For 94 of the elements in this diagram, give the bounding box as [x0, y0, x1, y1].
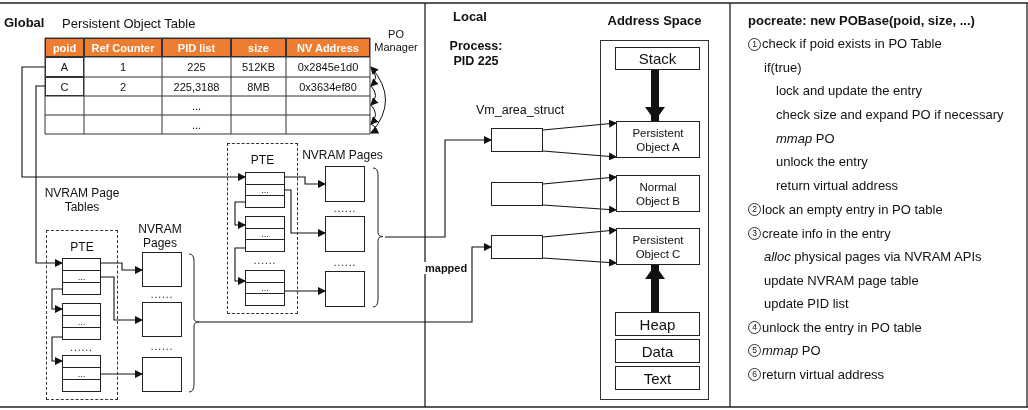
group-title: NVRAM Pages — [137, 222, 183, 250]
page-table-entry: ... — [245, 270, 285, 306]
table-value: 1 — [118, 60, 128, 75]
arrow — [542, 257, 617, 267]
arrow — [542, 150, 617, 161]
edge-label: mapped — [424, 262, 469, 274]
arrow — [198, 243, 492, 323]
table-value: 8MB — [246, 79, 271, 95]
table-value: 0x2845e1d0 — [296, 60, 360, 75]
group-label: PTE — [249, 153, 276, 167]
struct-label: Vm_area_struct — [476, 103, 565, 117]
memory-page — [142, 252, 182, 287]
arrow — [284, 189, 326, 237]
code-line: lock an empty entry in PO table — [762, 202, 943, 217]
column-header: poid — [45, 38, 84, 57]
code-line: mmap PO — [776, 131, 835, 146]
table-value: 512KB — [241, 60, 276, 75]
arrow — [51, 336, 63, 365]
memory-segment: Text — [615, 366, 700, 390]
table-cell: A — [45, 57, 84, 77]
column-header: PID list — [162, 38, 231, 57]
page-table-entry: ... — [245, 172, 285, 208]
column-header: Ref Counter — [84, 38, 162, 57]
table-value: ... — [190, 98, 203, 114]
arrow — [284, 176, 326, 188]
ellipsis: ...... — [69, 342, 94, 353]
component-label: PO Manager — [373, 28, 419, 54]
arrow — [21, 66, 246, 181]
table-value: 2 — [118, 79, 128, 95]
code-line: update PID list — [764, 296, 849, 311]
group-title: NVRAM Pages — [301, 148, 384, 162]
table-cell: C — [45, 77, 84, 96]
arrow — [100, 262, 143, 274]
code-line: return virtual address — [762, 367, 885, 382]
memory-segment: Stack — [615, 47, 700, 70]
memory-page — [142, 302, 182, 337]
code-line: return virtual address — [776, 178, 899, 193]
page-table-entry: ... — [62, 258, 101, 295]
section-title: Global — [4, 15, 45, 30]
code-line: if(true) — [764, 60, 802, 75]
code-line: mmap PO — [762, 343, 821, 358]
table-title: Persistent Object Table — [62, 16, 196, 31]
group-title: Address Space — [606, 14, 703, 28]
struct-box — [491, 128, 543, 152]
memory-segment: Data — [615, 339, 700, 363]
arrow — [234, 247, 246, 285]
ellipsis: ...... — [332, 257, 358, 268]
code-line: create info in the entry — [762, 226, 891, 241]
arrow — [542, 119, 617, 131]
group-title: NVRAM Page Tables — [44, 186, 120, 214]
page-table-entry: ... — [62, 303, 101, 340]
code-line: check size and expand PO if necessary — [776, 107, 1004, 122]
code-line: unlock the entry — [776, 154, 868, 169]
memory-segment: Heap — [615, 312, 700, 336]
table-value: 225 — [186, 60, 207, 75]
arrow — [100, 276, 143, 324]
arrow — [51, 288, 63, 313]
code-title: pocreate: new POBase(poid, size, ...) — [748, 13, 975, 28]
section-title: Local — [453, 9, 487, 24]
memory-page — [142, 357, 182, 392]
arrow — [542, 204, 617, 214]
code-line: check if poid exists in PO Table — [762, 36, 942, 51]
struct-box — [491, 182, 543, 206]
ellipsis: ...... — [149, 341, 175, 352]
page-table-entry: ... — [62, 355, 101, 392]
table-value: 0x3634ef80 — [298, 79, 358, 95]
table-value: 225,3188 — [172, 79, 221, 95]
page-table-entry: ... — [245, 216, 285, 252]
code-line: alloc physical pages via NVRAM APIs — [764, 249, 982, 264]
arrow — [384, 136, 492, 238]
memory-object: Normal Object B — [616, 175, 700, 212]
column-header: NV Address — [286, 38, 370, 57]
arrow — [234, 201, 246, 229]
memory-object: Persistent Object A — [616, 121, 700, 158]
arrow — [542, 173, 617, 185]
memory-object: Persistent Object C — [616, 228, 700, 265]
ellipsis: ...... — [332, 203, 358, 214]
arrow — [100, 370, 143, 378]
code-line: update NVRAM page table — [764, 273, 919, 288]
code-line: unlock the entry in PO table — [762, 320, 922, 335]
arrow — [35, 85, 63, 267]
struct-box — [491, 235, 543, 259]
arrow — [542, 226, 617, 238]
memory-page — [325, 216, 365, 252]
ellipsis: ...... — [149, 289, 175, 300]
memory-page — [325, 271, 365, 307]
memory-page — [325, 166, 365, 202]
table-value: ... — [190, 117, 203, 133]
ellipsis: ...... — [252, 255, 278, 266]
group-label: PTE — [69, 240, 95, 254]
code-line: lock and update the entry — [776, 83, 922, 98]
process-label: Process: PID 225 — [448, 39, 504, 69]
arrow — [284, 287, 326, 295]
column-header: size — [231, 38, 286, 57]
